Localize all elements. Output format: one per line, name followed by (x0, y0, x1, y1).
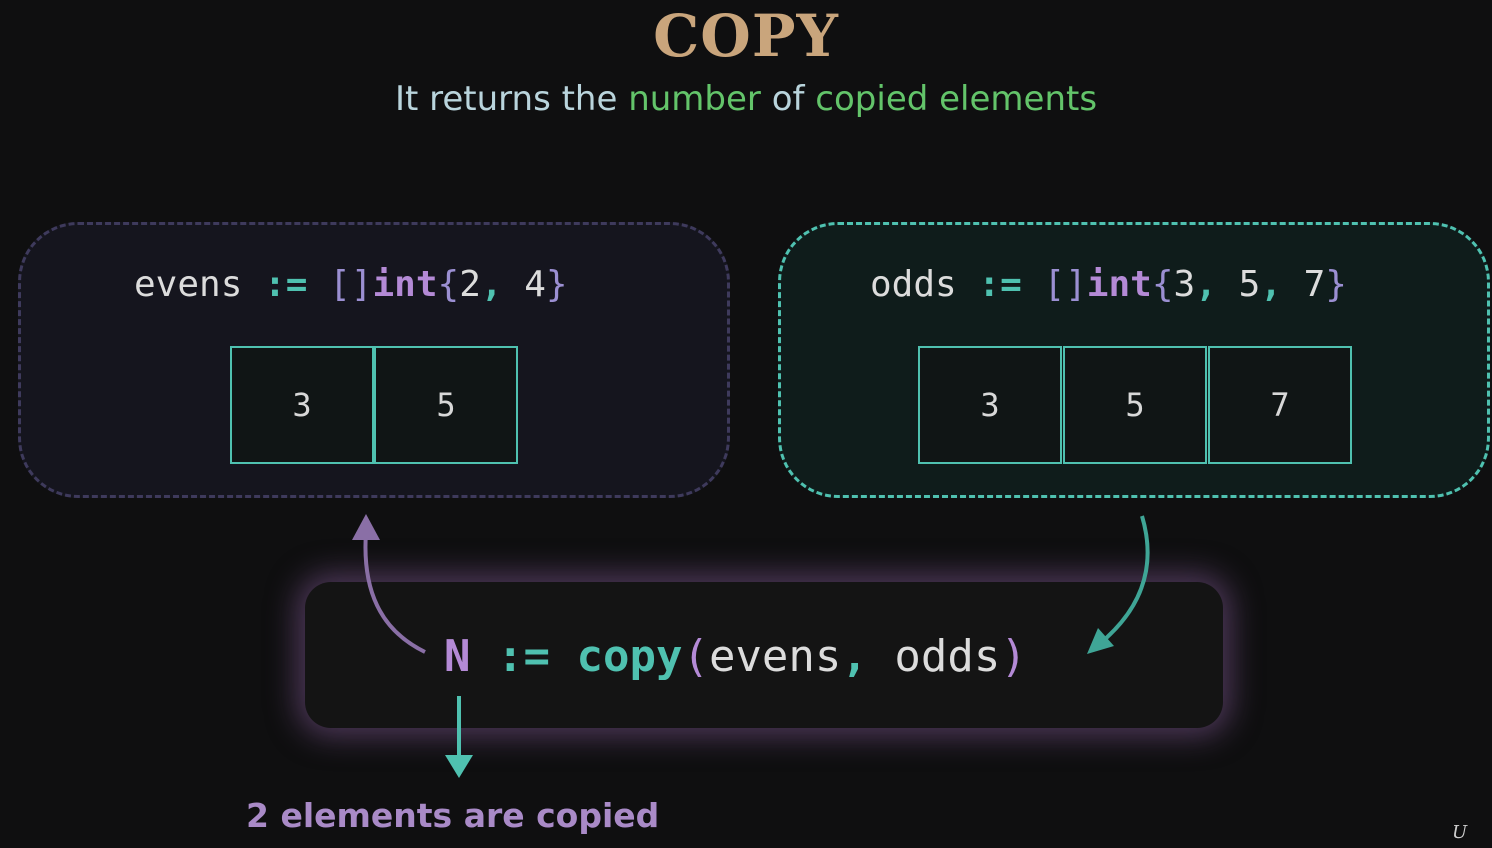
arrow-from-odds-icon (1102, 515, 1150, 642)
statement-assign-op: := (497, 631, 550, 682)
evens-brackets: [] (329, 264, 373, 305)
evens-assign-op: := (264, 264, 308, 305)
odds-brackets: [] (1043, 264, 1087, 305)
slide-title: COPY (653, 2, 839, 70)
result-var-n: N (444, 631, 471, 682)
odds-close-brace: } (1325, 264, 1347, 305)
open-paren: ( (682, 631, 709, 682)
evens-literal-value: 4 (524, 264, 546, 305)
odds-type: int (1086, 264, 1152, 305)
arrow-to-evens-icon (363, 531, 426, 654)
arrow-to-evens-head-icon (352, 514, 380, 540)
arg-odds: odds (894, 631, 1001, 682)
subtitle-text-1: It returns the (394, 79, 629, 119)
copy-function-name: copy (576, 631, 683, 682)
arg-comma: , (841, 631, 895, 682)
odds-literal-value: 7 (1303, 264, 1326, 305)
arrow-from-odds-head-icon (1087, 628, 1114, 654)
evens-ident: evens (134, 264, 243, 305)
odds-assign-op: := (978, 264, 1022, 305)
odds-literal-value: 3 (1173, 264, 1196, 305)
odds-open-brace: { (1151, 264, 1174, 305)
odds-cell: 3 (918, 346, 1062, 464)
subtitle-text-2: of (760, 79, 816, 119)
subtitle-highlight-number: number (628, 79, 761, 119)
odds-cell: 7 (1208, 346, 1352, 464)
copy-statement: N := copy(evens, odds) (444, 628, 1027, 686)
evens-cell: 5 (374, 346, 518, 464)
result-caption: 2 elements are copied (246, 796, 660, 835)
odds-literal-value: 5 (1238, 264, 1261, 305)
slide-subtitle: It returns the number of copied elements (0, 76, 1492, 122)
evens-open-brace: { (437, 264, 460, 305)
arg-evens: evens (708, 631, 842, 682)
odds-declaration: odds := []int{3, 5, 7} (870, 264, 1347, 305)
odds-cell: 5 (1063, 346, 1207, 464)
evens-type: int (372, 264, 438, 305)
arrow-to-result-head-icon (445, 755, 473, 778)
subtitle-highlight-copied: copied elements (815, 79, 1098, 119)
evens-cell: 3 (230, 346, 374, 464)
close-paren: ) (1000, 631, 1027, 682)
udemy-logo-icon: U (1452, 822, 1468, 843)
evens-literal-value: 2 (459, 264, 481, 305)
odds-ident: odds (870, 264, 957, 305)
evens-close-brace: } (545, 264, 568, 305)
evens-declaration: evens := []int{2, 4} (134, 264, 568, 305)
